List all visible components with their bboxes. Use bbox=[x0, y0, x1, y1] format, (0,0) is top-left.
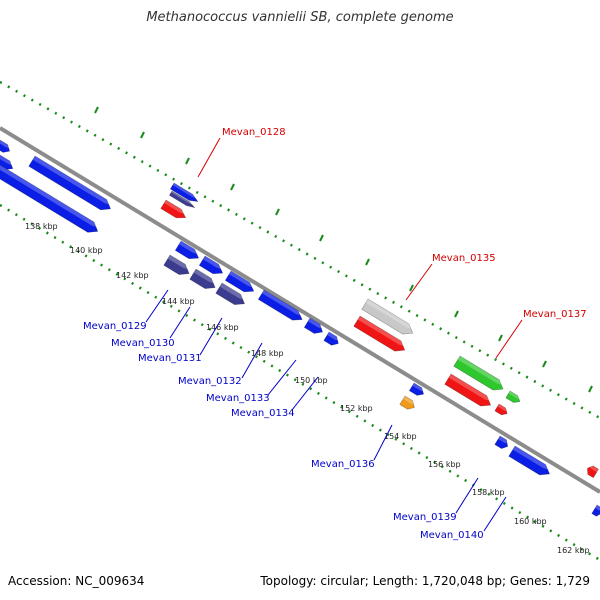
gene-label[interactable]: Mevan_0133 bbox=[206, 393, 270, 404]
major-tick bbox=[230, 183, 235, 191]
label-leader bbox=[495, 319, 523, 359]
gene-arrow bbox=[224, 270, 256, 293]
gene-arrow bbox=[323, 331, 341, 346]
gene-arrow bbox=[257, 289, 305, 321]
tick-label: 162 kbp bbox=[557, 546, 590, 555]
gene-arrow bbox=[168, 190, 196, 209]
major-tick bbox=[542, 360, 547, 368]
gene-label[interactable]: Mevan_0135 bbox=[432, 253, 496, 264]
label-leader bbox=[267, 359, 297, 396]
label-leader bbox=[373, 424, 393, 461]
tick-label: 148 kbp bbox=[251, 349, 284, 358]
gene-arrow bbox=[353, 315, 407, 352]
gene-arrow bbox=[494, 435, 510, 449]
gene-arrow bbox=[408, 382, 426, 396]
tick-label: 152 kbp bbox=[340, 404, 373, 413]
label-leader bbox=[405, 263, 433, 301]
label-leader bbox=[291, 376, 319, 411]
major-tick bbox=[454, 310, 459, 318]
gene-arrow bbox=[0, 139, 12, 153]
gene-arrow bbox=[444, 373, 493, 407]
genome-backbone bbox=[0, 126, 600, 494]
gene-arrow bbox=[587, 465, 599, 479]
major-tick bbox=[140, 131, 145, 139]
major-tick bbox=[185, 157, 190, 165]
gene-label[interactable]: Mevan_0130 bbox=[111, 338, 175, 349]
label-leader bbox=[169, 306, 191, 339]
label-leader bbox=[197, 137, 221, 178]
major-tick bbox=[498, 334, 503, 342]
major-tick bbox=[588, 385, 593, 393]
gene-arrow bbox=[198, 255, 225, 275]
tick-marks: 138 kbp 140 kbp 142 kbp 144 kbp 146 kbp 148 k… bbox=[25, 106, 593, 555]
gene-arrow bbox=[0, 164, 100, 233]
label-leader bbox=[483, 496, 507, 532]
gene-features bbox=[0, 139, 600, 517]
gene-arrow bbox=[591, 504, 600, 517]
tick-label: 140 kbp bbox=[70, 246, 103, 255]
gene-arrow bbox=[215, 282, 247, 305]
tick-label: 146 kbp bbox=[206, 323, 239, 332]
genome-map: 138 kbp 140 kbp 142 kbp 144 kbp 146 kbp 148 k… bbox=[0, 80, 600, 562]
gene-label[interactable]: Mevan_0131 bbox=[138, 353, 202, 364]
gene-arrow bbox=[169, 182, 200, 202]
gene-labels: Mevan_0128Mevan_0135Mevan_0137Mevan_0129… bbox=[83, 127, 587, 541]
tick-label: 142 kbp bbox=[116, 271, 149, 280]
gene-arrow bbox=[163, 254, 192, 275]
tick-label: 160 kbp bbox=[514, 517, 547, 526]
accession-text: Accession: NC_009634 bbox=[8, 574, 145, 588]
gene-arrow bbox=[361, 298, 415, 335]
label-leader bbox=[241, 342, 263, 379]
gene-label[interactable]: Mevan_0128 bbox=[222, 127, 286, 138]
major-tick bbox=[365, 258, 370, 266]
gene-label[interactable]: Mevan_0139 bbox=[393, 512, 457, 523]
tick-label: 150 kbp bbox=[295, 376, 328, 385]
gene-label[interactable]: Mevan_0129 bbox=[83, 321, 147, 332]
gene-label[interactable]: Mevan_0136 bbox=[311, 459, 375, 470]
tick-label: 144 kbp bbox=[162, 297, 195, 306]
topology-summary: Topology: circular; Length: 1,720,048 bp… bbox=[260, 574, 590, 588]
gene-arrow bbox=[28, 155, 113, 211]
outer-tick-track bbox=[0, 80, 600, 420]
gene-label[interactable]: Mevan_0137 bbox=[523, 309, 587, 320]
gene-arrow bbox=[160, 199, 188, 219]
gene-arrow bbox=[505, 390, 522, 403]
map-title: Methanococcus vannielii SB, complete gen… bbox=[146, 10, 454, 25]
gene-arrow bbox=[508, 445, 552, 476]
label-leader bbox=[199, 317, 223, 356]
gene-label[interactable]: Mevan_0132 bbox=[178, 376, 242, 387]
gene-arrow bbox=[453, 355, 506, 391]
major-tick bbox=[94, 106, 99, 114]
tick-label: 138 kbp bbox=[25, 222, 58, 231]
gene-arrow bbox=[0, 154, 15, 170]
tick-label: 154 kbp bbox=[384, 432, 417, 441]
label-leader bbox=[455, 477, 479, 514]
gene-arrow bbox=[189, 268, 218, 289]
gene-arrow bbox=[399, 395, 417, 410]
major-tick bbox=[275, 208, 280, 216]
tick-label: 158 kbp bbox=[472, 488, 505, 497]
gene-arrow bbox=[174, 240, 201, 260]
tick-label: 156 kbp bbox=[428, 460, 461, 469]
gene-label[interactable]: Mevan_0140 bbox=[420, 530, 484, 541]
major-tick bbox=[319, 234, 324, 242]
label-leaders bbox=[145, 137, 523, 532]
gene-arrow bbox=[494, 403, 509, 416]
gene-label[interactable]: Mevan_0134 bbox=[231, 408, 295, 419]
major-tick bbox=[409, 284, 414, 292]
gene-arrow bbox=[303, 317, 325, 334]
label-leader bbox=[145, 289, 169, 323]
